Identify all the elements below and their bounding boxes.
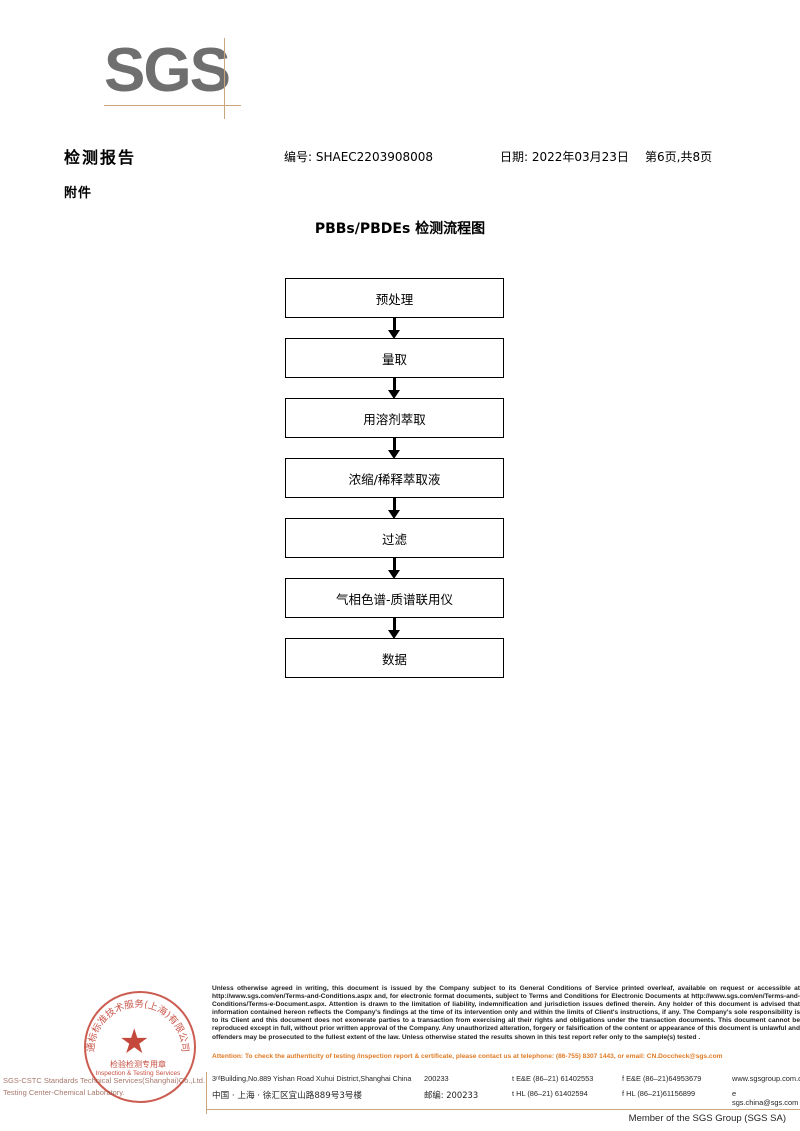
arrow-shaft <box>393 498 396 512</box>
address-row-english: 3ʳᵈBuilding,No.889 Yishan Road Xuhui Dis… <box>212 1074 800 1088</box>
flow-arrow-1 <box>285 318 504 339</box>
arrow-shaft <box>393 318 396 332</box>
stamp-cn-label: 检验检测专用章 <box>110 1060 166 1069</box>
flow-node-gcms: 气相色谱-质谱联用仪 <box>285 578 504 618</box>
attention-notice: Attention: To check the authenticity of … <box>212 1053 723 1060</box>
document-footer: 通标标准技术服务(上海)有限公司 ★ 检验检测专用章 Inspection & … <box>0 975 800 1131</box>
stamp-overlay-lab-name: Testing Center-Chemical Laboratory. <box>3 1088 125 1097</box>
stamp-arc-text: 通标标准技术服务(上海)有限公司 <box>86 998 190 1053</box>
page-indicator: 第6页,共8页 <box>645 150 713 164</box>
attachment-label: 附件 <box>64 186 93 201</box>
flow-arrow-6 <box>285 618 504 639</box>
flow-node-solvent-extraction: 用溶剂萃取 <box>285 398 504 438</box>
flow-arrow-5 <box>285 558 504 579</box>
arrow-head-icon <box>388 450 400 459</box>
arrow-head-icon <box>388 570 400 579</box>
sgs-group-member-note: Member of the SGS Group (SGS SA) <box>628 1113 786 1124</box>
stamp-overlay-company-name: SGS-CSTC Standards Technical Services(Sh… <box>3 1076 206 1085</box>
stamp-ring <box>84 991 196 1103</box>
flow-arrow-2 <box>285 378 504 399</box>
company-seal-stamp: 通标标准技术服务(上海)有限公司 ★ 检验检测专用章 Inspection & … <box>78 987 202 1111</box>
address-row-chinese: 中国 · 上海 · 徐汇区宜山路889号3号楼 邮编: 200233 t HL … <box>212 1089 800 1107</box>
address-english: 3ʳᵈBuilding,No.889 Yishan Road Xuhui Dis… <box>212 1074 412 1083</box>
postcode-chinese: 邮编: 200233 <box>424 1090 479 1100</box>
postcode-english: 200233 <box>424 1074 449 1083</box>
flowchart-title: PBBs/PBDEs 检测流程图 <box>314 221 486 237</box>
flowchart: 预处理 量取 用溶剂萃取 浓缩/稀释萃取液 过滤 气相色谱-质谱联用仪 数据 <box>285 278 504 678</box>
star-icon: ★ <box>119 1023 150 1061</box>
logo-crosshair-horizontal <box>104 105 241 106</box>
page-title: 检测报告 <box>64 148 137 167</box>
arrow-head-icon <box>388 630 400 639</box>
sgs-logo-text: SGS <box>104 36 231 105</box>
arrow-head-icon <box>388 390 400 399</box>
arrow-shaft <box>393 618 396 632</box>
logo-crosshair-vertical <box>224 38 225 119</box>
flow-node-pretreatment: 预处理 <box>285 278 504 318</box>
address-divider <box>206 1072 207 1114</box>
arrow-shaft <box>393 558 396 572</box>
website-link[interactable]: www.sgsgroup.com.cn <box>732 1074 800 1083</box>
fax-ee: f E&E (86–21)64953679 <box>622 1074 702 1083</box>
sgs-logo: SGS <box>104 36 244 119</box>
email-link[interactable]: e sgs.china@sgs.com <box>732 1089 799 1107</box>
arrow-head-icon <box>388 330 400 339</box>
arrow-shaft <box>393 438 396 452</box>
report-number: 编号: SHAEC2203908008 <box>284 150 434 164</box>
flow-node-measure: 量取 <box>285 338 504 378</box>
flow-node-concentrate-dilute: 浓缩/稀释萃取液 <box>285 458 504 498</box>
arrow-shaft <box>393 378 396 392</box>
arrow-head-icon <box>388 510 400 519</box>
footer-divider <box>206 1109 800 1110</box>
fax-hl: f HL (86–21)61156899 <box>622 1089 696 1098</box>
flow-node-filtration: 过滤 <box>285 518 504 558</box>
report-date: 日期: 2022年03月23日 <box>500 150 629 164</box>
telephone-hl: t HL (86–21) 61402594 <box>512 1089 588 1098</box>
flow-node-data: 数据 <box>285 638 504 678</box>
telephone-ee: t E&E (86–21) 61402553 <box>512 1074 594 1083</box>
legal-disclaimer: Unless otherwise agreed in writing, this… <box>212 985 800 1041</box>
stamp-en-label: Inspection & Testing Services <box>95 1070 181 1077</box>
flow-arrow-4 <box>285 498 504 519</box>
flow-arrow-3 <box>285 438 504 459</box>
document-header: 检测报告 附件 编号: SHAEC2203908008 日期: 2022年03月… <box>0 140 800 201</box>
address-chinese: 中国 · 上海 · 徐汇区宜山路889号3号楼 <box>212 1091 362 1101</box>
address-block: 3ʳᵈBuilding,No.889 Yishan Road Xuhui Dis… <box>206 1072 800 1114</box>
